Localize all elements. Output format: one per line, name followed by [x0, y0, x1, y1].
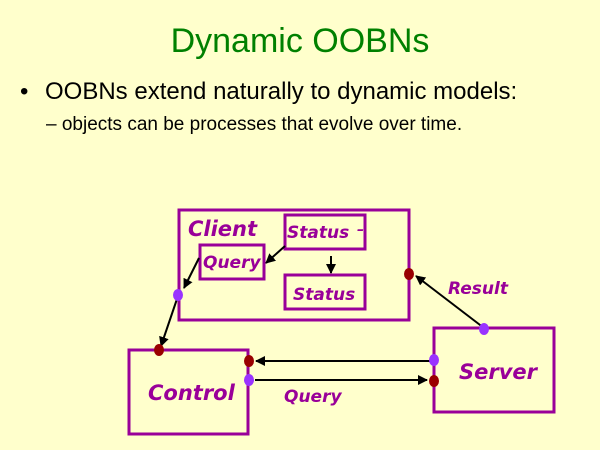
server-output-port-left: [429, 354, 439, 366]
client-box: [177, 208, 411, 322]
arrow-query-to-port: [183, 257, 200, 289]
slide-title: Dynamic OOBNs: [170, 22, 430, 60]
client-output-port: [173, 289, 183, 301]
control-output-port: [244, 374, 254, 386]
bullet-marker: •: [20, 78, 29, 105]
status-prev-node: [283, 213, 367, 251]
control-input-port-top: [154, 344, 164, 356]
status-prev-marker: –: [357, 222, 364, 238]
client-label: Client: [188, 217, 258, 241]
result-edge-label: Result: [448, 279, 509, 299]
status-prev-label: Status: [287, 223, 349, 243]
bullet-point: • OOBNs extend naturally to dynamic model…: [20, 78, 517, 106]
bullet-text: OOBNs extend naturally to dynamic models…: [45, 78, 518, 105]
query-node-label: Query: [203, 253, 261, 273]
sub-bullet: – objects can be processes that evolve o…: [46, 114, 463, 135]
arrow-client-to-control: [159, 295, 179, 347]
client-input-port: [404, 268, 414, 280]
status-node: [283, 273, 367, 311]
query-node: [198, 243, 266, 281]
query-edge-label: Query: [284, 387, 342, 407]
server-box: [432, 326, 556, 414]
server-output-port-top: [479, 323, 489, 335]
control-box: [127, 348, 250, 436]
server-input-port: [429, 375, 439, 387]
arrow-server-to-client-result: [415, 275, 485, 329]
arrow-status-to-query: [265, 245, 286, 264]
control-input-port-right: [244, 355, 254, 367]
status-node-label: Status: [293, 285, 355, 305]
control-label: Control: [148, 381, 236, 405]
server-label: Server: [459, 360, 539, 384]
